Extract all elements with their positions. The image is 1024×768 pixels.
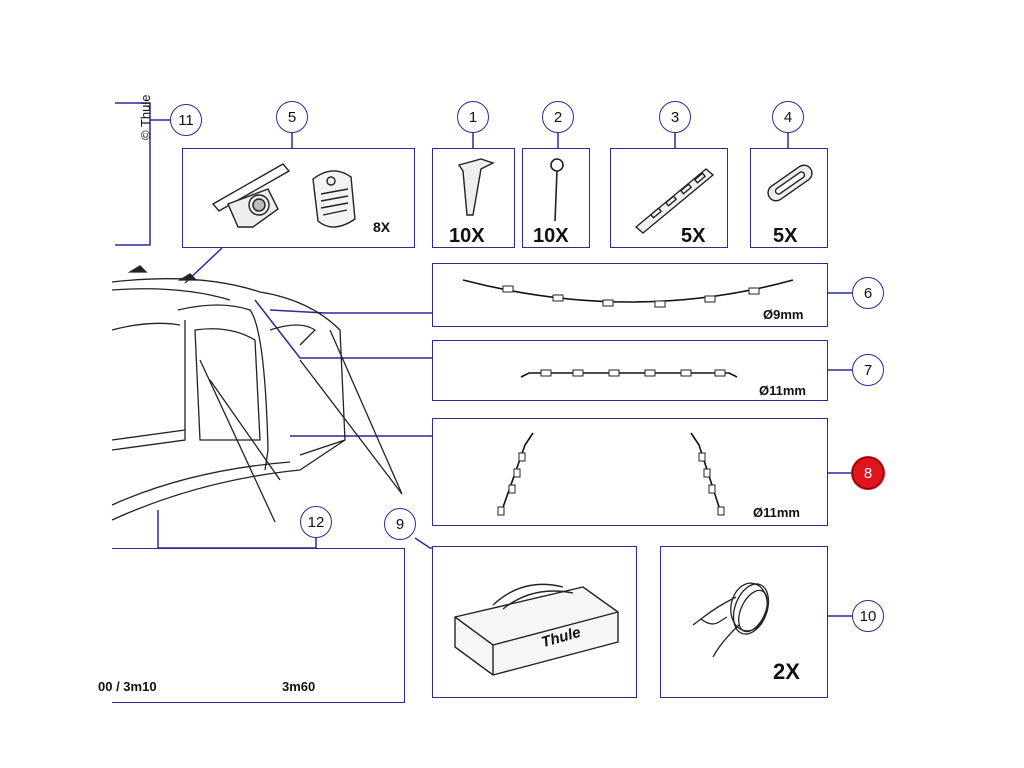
part-2-quantity: 10X [533,225,569,247]
part-5-box[interactable]: 8X [182,148,415,248]
part-7-box[interactable]: Ø11mm [432,340,828,401]
part-3-quantity: 5X [681,225,706,247]
part-8-box[interactable]: Ø11mm [432,418,828,526]
callout-8[interactable]: 8 [852,457,884,489]
pin-peg-icon [550,158,564,222]
part-8-diameter: Ø11mm [753,505,800,520]
callout-11[interactable]: 11 [170,104,202,136]
part-6-diameter: Ø9mm [763,307,804,322]
part-9-box[interactable]: Thule [432,546,637,698]
callout-6[interactable]: 6 [852,277,884,309]
copyright-label: © Thule [138,94,153,140]
leader-11 [115,102,151,246]
callout-10[interactable]: 10 [852,600,884,632]
pole-9mm-icon [462,279,794,308]
rubber-ring-icon [767,164,813,202]
part-10-box[interactable]: 2X [660,546,828,698]
callout-1[interactable]: 1 [457,101,489,133]
part-12-size-a: 00 / 3m10 [98,679,157,694]
callout-4[interactable]: 4 [772,101,804,133]
guy-rope-icon [692,582,770,658]
clip-and-tensioner-icon [211,163,356,228]
part-1-quantity: 10X [449,225,485,247]
part-10-quantity: 2X [773,659,800,684]
part-2-box[interactable]: 10X [522,148,590,248]
tent-peg-icon [457,158,495,216]
callout-9[interactable]: 9 [384,508,416,540]
part-1-box[interactable]: 10X [432,148,515,248]
tent-illustration [111,265,403,523]
callout-12[interactable]: 12 [300,506,332,538]
tension-strap-icon [634,168,715,234]
carry-bag-icon [454,583,619,676]
pole-11mm-icon [520,369,738,378]
part-4-box[interactable]: 5X [750,148,828,248]
part-12-box[interactable]: 00 / 3m10 3m60 [98,548,405,703]
callout-5[interactable]: 5 [276,101,308,133]
part-7-diameter: Ø11mm [759,383,806,398]
part-6-box[interactable]: Ø9mm [432,263,828,327]
part-12-size-b: 3m60 [282,679,316,694]
part-3-box[interactable]: 5X [610,148,728,248]
callout-2[interactable]: 2 [542,101,574,133]
callout-3[interactable]: 3 [659,101,691,133]
pole-pair-11mm-icon [497,432,725,516]
part-5-quantity: 8X [373,219,391,235]
callout-7[interactable]: 7 [852,354,884,386]
part-4-quantity: 5X [773,225,798,247]
